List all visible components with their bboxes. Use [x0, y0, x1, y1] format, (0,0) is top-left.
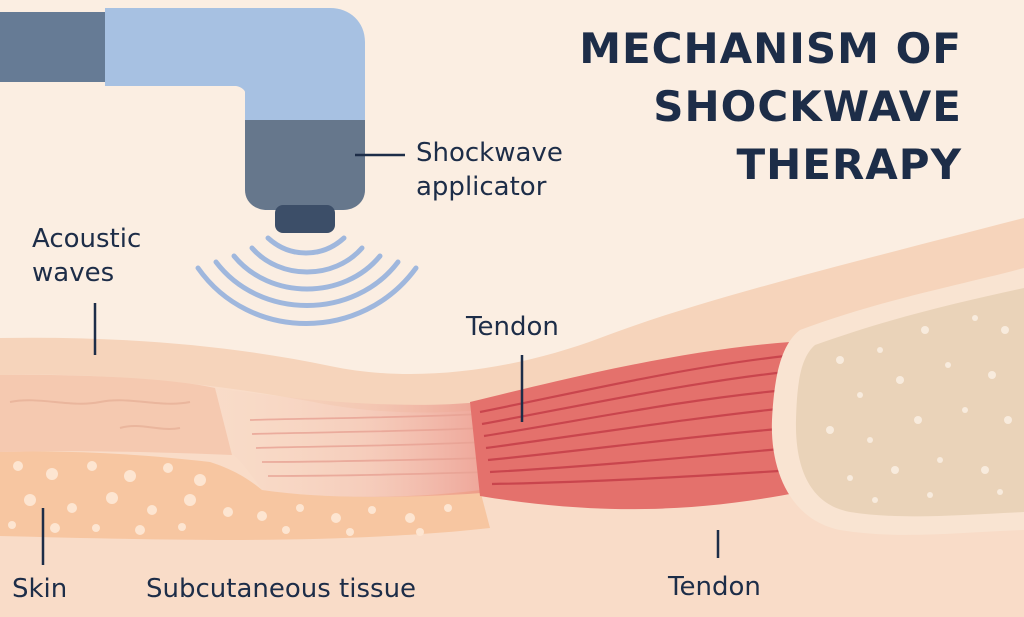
transition-fibers: [249, 413, 491, 477]
title-line: THERAPY: [736, 140, 962, 189]
applicator-head: [245, 120, 365, 210]
applicator-label: Shockwave applicator: [416, 136, 563, 204]
label-line: Acoustic: [32, 224, 142, 254]
diagram-title: MECHANISM OF SHOCKWAVE THERAPY: [532, 20, 962, 194]
skin-wavy-line: [9, 399, 191, 405]
bone: [795, 288, 1024, 517]
subcutaneous-tissue-label: Subcutaneous tissue: [146, 574, 417, 604]
label-line: waves: [32, 258, 115, 288]
tendon-label-bottom: Tendon: [668, 572, 761, 602]
label-line: Shockwave: [416, 138, 563, 168]
leader-lines: [41, 153, 720, 565]
fat-dots: [8, 461, 452, 536]
shockwave-applicator-icon: [0, 8, 365, 233]
acoustic-waves-label: Acoustic waves: [32, 222, 141, 290]
acoustic-wave-arcs: [195, 235, 419, 326]
skin-tissue-block: [0, 374, 232, 455]
subcutaneous-tissue-layer: [0, 451, 490, 540]
applicator-grip: [0, 12, 120, 82]
title-line: MECHANISM OF: [579, 24, 962, 73]
skin-label: Skin: [12, 574, 68, 604]
skin-wavy-line: [119, 425, 181, 430]
tendon-fibers: [479, 354, 796, 486]
title-line: SHOCKWAVE: [653, 82, 962, 131]
label-line: applicator: [416, 172, 547, 202]
tendon-label-top: Tendon: [466, 312, 559, 342]
applicator-body: [105, 8, 365, 120]
bone-texture-dots: [826, 315, 1012, 503]
applicator-tip: [275, 205, 335, 233]
